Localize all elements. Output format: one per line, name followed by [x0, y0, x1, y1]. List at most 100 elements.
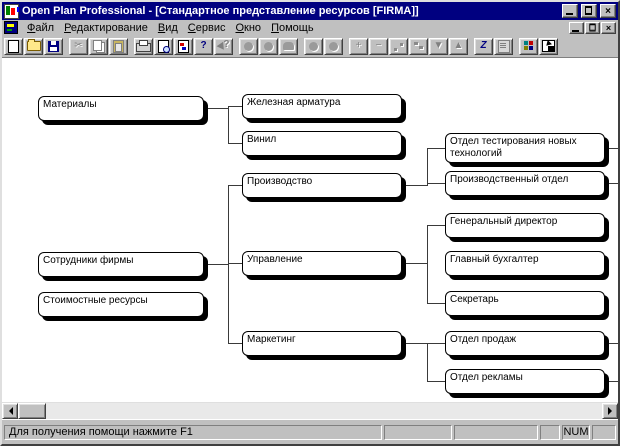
- mdi-minimize-icon: [572, 29, 579, 32]
- document-icon[interactable]: [4, 21, 18, 34]
- add-button[interactable]: +: [349, 37, 368, 55]
- node-management[interactable]: Управление: [242, 251, 402, 276]
- scroll-right-button[interactable]: [602, 403, 618, 419]
- node-production-dept[interactable]: Производственный отдел: [445, 171, 605, 196]
- shape-circle-1-button[interactable]: [304, 37, 323, 55]
- restore-button[interactable]: [581, 4, 597, 18]
- node-sales-dept[interactable]: Отдел продаж: [445, 331, 605, 356]
- menu-service[interactable]: Сервис: [187, 21, 226, 34]
- move-up-button[interactable]: ▲: [449, 37, 468, 55]
- connector-line: [427, 148, 428, 186]
- help-button[interactable]: ?: [194, 37, 213, 55]
- mdi-minimize-button[interactable]: [569, 21, 584, 34]
- minus-icon: −: [375, 40, 382, 51]
- horizontal-scrollbar: [2, 402, 618, 419]
- connector-line: [609, 148, 618, 149]
- link-nodes-button[interactable]: [389, 37, 408, 55]
- help-question-icon: ?: [200, 40, 207, 51]
- menu-help[interactable]: Помощь: [271, 21, 314, 34]
- print-preview-icon: [158, 39, 170, 53]
- connector-line: [427, 343, 428, 382]
- context-help-button[interactable]: [214, 37, 233, 55]
- connector-line: [228, 185, 229, 344]
- scrollbar-track[interactable]: [18, 403, 602, 419]
- node-chief-accountant[interactable]: Главный бухгалтер: [445, 251, 605, 276]
- fit-arrow-icon: [542, 40, 555, 52]
- node-vinyl[interactable]: Винил: [242, 131, 402, 156]
- status-panel-2: [454, 424, 538, 440]
- node-testing-dept[interactable]: Отдел тестирования новых технологий: [445, 133, 605, 163]
- mdi-close-button[interactable]: ×: [601, 21, 616, 34]
- node-employees[interactable]: Сотрудники фирмы: [38, 252, 204, 277]
- save-button[interactable]: [44, 37, 63, 55]
- print-preview-button[interactable]: [154, 37, 173, 55]
- node-cost-resources[interactable]: Стоимостные ресурсы: [38, 292, 204, 317]
- status-help-text: Для получения помощи нажмите F1: [4, 424, 382, 440]
- scrollbar-thumb[interactable]: [18, 403, 46, 419]
- connector-line: [228, 106, 242, 107]
- connector-line: [406, 343, 427, 344]
- app-icon[interactable]: [4, 3, 19, 19]
- minimize-button[interactable]: [562, 4, 578, 18]
- resource-diagram-canvas: Материалы Железная арматура Винил Произв…: [2, 58, 618, 402]
- node-iron[interactable]: Железная арматура: [242, 94, 402, 119]
- scroll-left-button[interactable]: [2, 403, 18, 419]
- shape-circle-2-button[interactable]: [324, 37, 343, 55]
- minimize-icon: [566, 13, 573, 15]
- plus-icon: +: [355, 40, 362, 51]
- status-num-indicator: NUM: [562, 424, 590, 440]
- close-button[interactable]: ×: [600, 4, 616, 18]
- status-panel-1: [384, 424, 452, 440]
- node-circle-help-button[interactable]: [259, 37, 278, 55]
- open-button[interactable]: [24, 37, 43, 55]
- rounded-node-icon: [283, 42, 294, 50]
- node-general-director[interactable]: Генеральный директор: [445, 213, 605, 238]
- new-document-icon: [8, 39, 19, 53]
- connector-line: [208, 108, 228, 109]
- node-circle-button[interactable]: [239, 37, 258, 55]
- print-button[interactable]: [134, 37, 153, 55]
- connector-line: [427, 225, 445, 226]
- printer-icon: [136, 40, 151, 52]
- connector-line: [609, 381, 618, 382]
- mdi-restore-icon: [589, 22, 596, 32]
- save-floppy-icon: [48, 40, 59, 52]
- connector-line: [427, 343, 445, 344]
- paste-clipboard-icon: [113, 39, 124, 53]
- menu-file[interactable]: Файл: [27, 21, 55, 34]
- connector-line: [228, 185, 242, 186]
- notes-page-icon: [497, 39, 510, 53]
- move-down-button[interactable]: ▼: [429, 37, 448, 55]
- node-materials[interactable]: Материалы: [38, 96, 204, 121]
- menu-edit[interactable]: Редактирование: [64, 21, 148, 34]
- connector-line: [228, 343, 242, 344]
- mdi-restore-button[interactable]: [585, 21, 600, 34]
- copy-button[interactable]: [89, 37, 108, 55]
- arrow-down-icon: ▼: [433, 40, 444, 51]
- node-secretary[interactable]: Секретарь: [445, 291, 605, 316]
- zoom-button[interactable]: Z: [474, 37, 493, 55]
- menu-view[interactable]: Вид: [157, 21, 178, 34]
- paste-button[interactable]: [109, 37, 128, 55]
- notes-button[interactable]: [494, 37, 513, 55]
- arrange-tile-button[interactable]: [519, 37, 538, 55]
- connector-line: [406, 263, 427, 264]
- node-marketing[interactable]: Маркетинг: [242, 331, 402, 356]
- connector-line: [406, 185, 427, 186]
- node-ads-dept[interactable]: Отдел рекламы: [445, 369, 605, 394]
- level-steps-button[interactable]: [409, 37, 428, 55]
- node-production[interactable]: Производство: [242, 173, 402, 198]
- new-button[interactable]: [4, 37, 23, 55]
- cut-button[interactable]: ✂: [69, 37, 88, 55]
- close-icon: ×: [605, 5, 611, 17]
- page-setup-button[interactable]: [174, 37, 193, 55]
- node-rounded-button[interactable]: [279, 37, 298, 55]
- menu-window[interactable]: Окно: [235, 21, 262, 34]
- remove-button[interactable]: −: [369, 37, 388, 55]
- restore-icon: [585, 6, 592, 15]
- menu-bar: Файл Редактирование Вид Сервис Окно Помо…: [2, 20, 618, 35]
- circle-node-icon: [244, 41, 253, 51]
- fit-to-window-button[interactable]: [539, 37, 558, 55]
- tile-squares-icon: [523, 41, 534, 51]
